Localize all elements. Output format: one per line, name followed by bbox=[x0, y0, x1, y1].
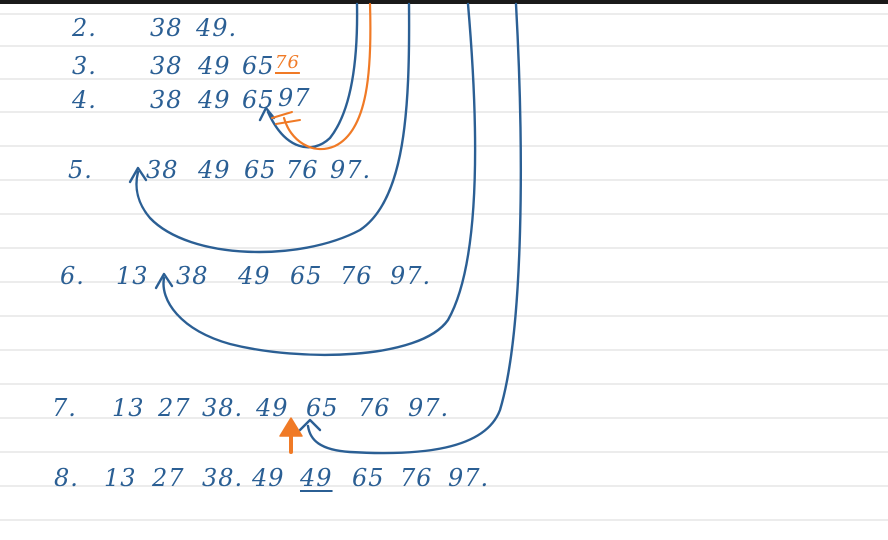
line-2-label: 2. bbox=[72, 14, 97, 42]
line-7-value-1: 13 bbox=[112, 394, 145, 422]
line-8-value-7: 76 bbox=[400, 464, 433, 492]
line-6-value-1: 13 bbox=[116, 262, 149, 290]
top-border bbox=[0, 0, 888, 4]
line-7-value-3: 38. bbox=[202, 394, 244, 422]
arrow-step-6-icon bbox=[162, 2, 477, 357]
arrow-step-4-icon bbox=[266, 2, 359, 149]
line-3-label: 3. bbox=[72, 52, 97, 80]
line-5-value-5: 97. bbox=[330, 156, 372, 184]
line-8-value-5: 49 bbox=[300, 464, 333, 492]
line-7-value-4: 49 bbox=[256, 394, 289, 422]
line-6-value-3: 49 bbox=[238, 262, 271, 290]
line-6-value-5: 76 bbox=[340, 262, 373, 290]
line-8-value-4: 49 bbox=[252, 464, 285, 492]
line-5-label: 5. bbox=[68, 156, 93, 184]
line-8-value-3: 38. bbox=[202, 464, 244, 492]
line-4-label: 4. bbox=[72, 86, 97, 114]
line-6-label: 6. bbox=[60, 262, 85, 290]
arrow-step-5-icon bbox=[135, 2, 411, 254]
line-7-value-2: 27 bbox=[158, 394, 191, 422]
line-8-label: 8. bbox=[54, 464, 79, 492]
line-3-value-1: 38 bbox=[150, 52, 183, 80]
line-8-value-2: 27 bbox=[152, 464, 185, 492]
line-5-value-2: 49 bbox=[198, 156, 231, 184]
line-7-label: 7. bbox=[52, 394, 77, 422]
line-8-value-1: 13 bbox=[104, 464, 137, 492]
line-5-value-3: 65 bbox=[244, 156, 277, 184]
line-3-value-2: 49 bbox=[198, 52, 231, 80]
line-5-value-1: 38 bbox=[146, 156, 179, 184]
arrow-step-7-icon bbox=[306, 2, 522, 455]
line-6-value-6: 97. bbox=[390, 262, 432, 290]
line-3-value-3: 65 bbox=[242, 52, 275, 80]
line-4-value-4: 97 bbox=[278, 84, 311, 112]
line-8-value-6: 65 bbox=[352, 464, 385, 492]
line-7-value-7: 97. bbox=[408, 394, 450, 422]
line-4-value-2: 49 bbox=[198, 86, 231, 114]
line-3-inserted-value: 76 bbox=[275, 52, 300, 73]
line-2-value-2: 49. bbox=[196, 14, 238, 42]
orange-arrow-step-4-icon bbox=[282, 2, 372, 151]
line-7-value-5: 65 bbox=[306, 394, 339, 422]
line-8-value-8: 97. bbox=[448, 464, 490, 492]
line-7-value-6: 76 bbox=[358, 394, 391, 422]
line-6-value-2: 38 bbox=[176, 262, 209, 290]
line-5-value-4: 76 bbox=[286, 156, 319, 184]
line-4-value-1: 38 bbox=[150, 86, 183, 114]
line-6-value-4: 65 bbox=[290, 262, 323, 290]
line-2-value-1: 38 bbox=[150, 14, 183, 42]
